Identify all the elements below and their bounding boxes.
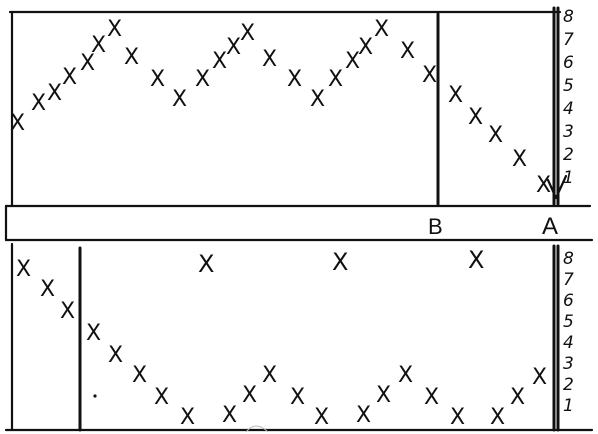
marker-label-b: B <box>428 214 443 239</box>
top-mark: X <box>488 123 503 148</box>
scale-arrow-icon <box>546 174 568 200</box>
top-scale-3: 3 <box>563 122 574 142</box>
bottom-scale-2: 2 <box>563 375 574 395</box>
top-panel-marks: X X X X X X X X X X X X X X X X X X X X … <box>10 17 551 198</box>
top-mark: X <box>536 173 551 198</box>
top-mark: X <box>80 51 95 76</box>
top-mark: X <box>358 35 373 60</box>
bottom-panel-marks: X X X X X X X X X X X X X X X X X X X X … <box>16 257 547 430</box>
bottom-mark: X <box>398 363 413 388</box>
top-mark: X <box>310 87 325 112</box>
top-mark: X <box>62 65 77 90</box>
bottom-scale-6: 6 <box>563 291 574 311</box>
bottom-panel-top-row-marks: X X X <box>198 246 484 278</box>
bottom-top-mark: X <box>198 250 214 278</box>
bottom-mark: X <box>154 385 169 410</box>
bottom-panel-frame <box>4 242 594 432</box>
top-scale-8: 8 <box>563 7 574 27</box>
top-mark: X <box>422 63 437 88</box>
top-mark: X <box>448 83 463 108</box>
top-mark: X <box>328 67 343 92</box>
bottom-mark: X <box>532 365 547 390</box>
bottom-mark: X <box>180 405 195 430</box>
marker-label-a: A <box>542 213 558 240</box>
faint-pencil-mark <box>245 425 269 433</box>
label-band <box>4 204 594 242</box>
bottom-mark: X <box>132 363 147 388</box>
top-scale-1: 1 <box>563 168 574 188</box>
bottom-top-mark: X <box>468 246 484 274</box>
bottom-mark: X <box>60 299 75 324</box>
top-mark: X <box>172 87 187 112</box>
top-mark: X <box>124 45 139 70</box>
bottom-mark: X <box>108 343 123 368</box>
top-mark: X <box>195 67 210 92</box>
top-mark: X <box>150 67 165 92</box>
bottom-scale-1: 1 <box>563 396 574 416</box>
bottom-mark: X <box>86 321 101 346</box>
bottom-mark: X <box>510 385 525 410</box>
top-scale-numerals: 8 7 6 5 4 3 2 1 <box>563 7 574 188</box>
top-panel-frame <box>4 10 592 208</box>
top-mark: X <box>345 49 360 74</box>
top-scale-2: 2 <box>563 145 574 165</box>
bottom-mark: X <box>314 405 329 430</box>
bottom-mark: X <box>290 385 305 410</box>
top-mark: X <box>240 21 255 46</box>
bottom-scale-7: 7 <box>563 270 574 290</box>
top-scale-7: 7 <box>563 30 574 50</box>
bottom-scale-5: 5 <box>563 312 574 332</box>
top-scale-5: 5 <box>563 76 574 96</box>
bottom-top-mark: X <box>332 248 348 276</box>
bottom-mark: X <box>450 405 465 430</box>
top-mark: X <box>374 17 389 42</box>
top-mark: X <box>468 105 483 130</box>
bottom-scale-4: 4 <box>563 333 574 353</box>
top-mark: X <box>31 91 46 116</box>
bottom-mark: X <box>356 403 371 428</box>
ink-dot <box>93 394 97 398</box>
bottom-mark: X <box>490 405 505 430</box>
bottom-mark: X <box>16 257 31 282</box>
top-mark: X <box>107 17 122 42</box>
bottom-mark: X <box>242 383 257 408</box>
top-scale-bar <box>552 6 560 206</box>
top-mark: X <box>400 39 415 64</box>
top-mark: X <box>512 147 527 172</box>
top-scale-4: 4 <box>563 99 574 119</box>
top-mark: X <box>10 111 25 136</box>
top-mark: X <box>287 67 302 92</box>
bottom-mark: X <box>424 385 439 410</box>
bottom-scale-3: 3 <box>563 354 574 374</box>
top-mark: X <box>91 33 106 58</box>
top-scale-6: 6 <box>563 53 574 73</box>
bottom-mark: X <box>40 277 55 302</box>
top-mark: X <box>47 81 62 106</box>
bottom-scale-8: 8 <box>563 249 574 269</box>
top-mark: X <box>226 35 241 60</box>
bottom-mark: X <box>222 403 237 428</box>
bottom-mark: X <box>262 363 277 388</box>
bottom-scale-bar <box>552 244 560 432</box>
top-mark: X <box>262 47 277 72</box>
top-mark: X <box>212 49 227 74</box>
bottom-mark: X <box>376 383 391 408</box>
bottom-scale-numerals: 8 7 6 5 4 3 2 1 <box>563 249 574 416</box>
